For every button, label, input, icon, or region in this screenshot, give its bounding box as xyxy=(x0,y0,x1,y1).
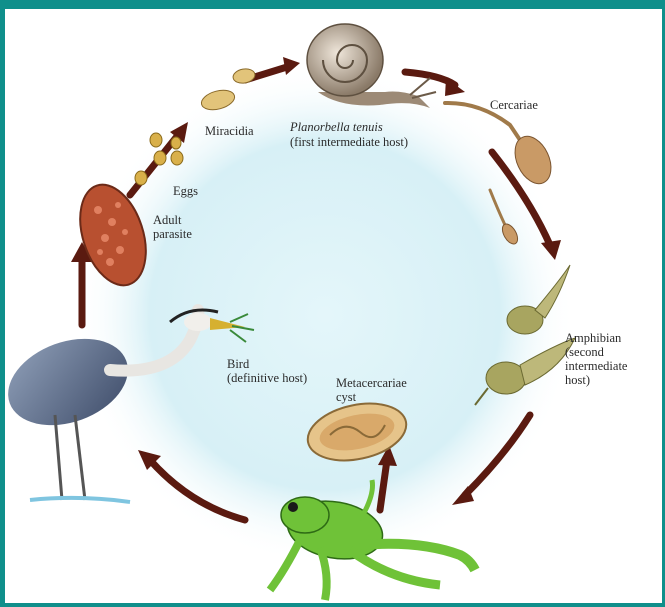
label-adult-line2: parasite xyxy=(153,227,192,241)
label-cercariae: Cercariae xyxy=(490,98,538,112)
label-bird-line1: Bird xyxy=(227,357,249,371)
label-adult-line1: Adult xyxy=(153,213,181,227)
label-amphibian-line2: (second xyxy=(565,345,604,359)
label-miracidia: Miracidia xyxy=(205,124,254,138)
label-snail-role: (first intermediate host) xyxy=(290,135,408,149)
label-snail-species: Planorbella tenuis xyxy=(290,120,383,134)
arrowhead-cercariae xyxy=(445,78,465,96)
label-meta-line2: cyst xyxy=(336,390,356,404)
label-amphibian-line3: intermediate xyxy=(565,359,660,373)
label-bird-line2: (definitive host) xyxy=(227,371,307,385)
label-amphibian-line4: host) xyxy=(565,373,590,387)
label-meta-line1: Metacercariae xyxy=(336,376,407,390)
label-eggs: Eggs xyxy=(173,184,198,198)
label-amphibian-line1: Amphibian xyxy=(565,331,621,345)
